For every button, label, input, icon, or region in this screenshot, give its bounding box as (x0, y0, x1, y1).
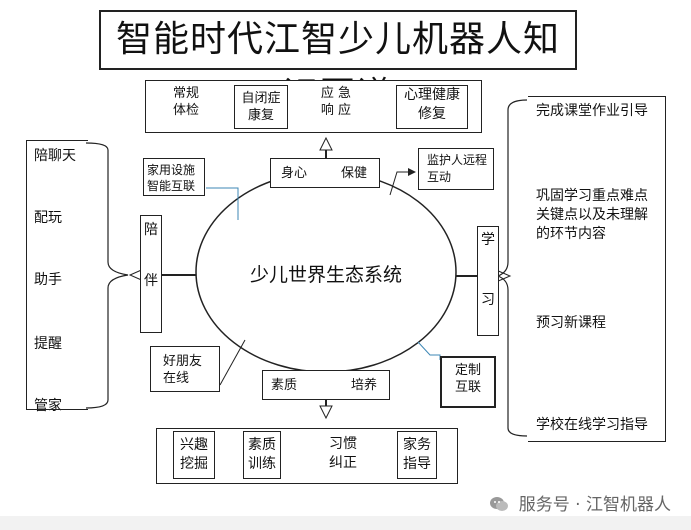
custom-connector (417, 341, 441, 360)
right-item: 巩固学习重点难点 关键点以及未理解 的环节内容 (536, 188, 648, 242)
bottom-bar (0, 516, 691, 530)
health-box: 身心 保健 (270, 158, 380, 188)
left-group-frame (26, 140, 88, 410)
monitor-box: 监护人远程 互动 (418, 148, 494, 190)
bottom-item: 习惯 纠正 (329, 436, 357, 471)
arrow-up-head (319, 136, 333, 151)
bottom-item: 家务 指导 (397, 431, 437, 479)
left-item: 管家 (34, 398, 62, 414)
health-left: 身心 (281, 166, 308, 181)
center-label: 少儿世界生态系统 (249, 264, 402, 286)
watermark: 服务号 · 江智机器人 (489, 490, 671, 515)
top-item: 心理健康 修复 (396, 85, 468, 129)
quality-box: 素质 培养 (262, 370, 390, 400)
arrow-down-head (319, 405, 333, 420)
top-item: 应 急 响 应 (318, 85, 354, 129)
learn-box: 学 习 (477, 226, 499, 336)
companion-box: 陪 伴 (140, 215, 162, 333)
home-connector (206, 187, 239, 220)
home-box: 家用设施 智能互联 (143, 158, 205, 196)
right-brace (496, 99, 528, 437)
quality-left: 素质 (271, 378, 298, 393)
left-brace (85, 142, 129, 409)
left-item: 助手 (34, 272, 62, 288)
right-group: 完成课堂作业引导 巩固学习重点难点 关键点以及未理解 的环节内容 预习新课程 学… (528, 96, 666, 442)
bottom-group: 兴趣 挖掘 素质 训练 习惯 纠正 家务 指导 (156, 428, 458, 484)
custom-box: 定制 互联 (440, 356, 496, 408)
top-item: 自闭症 康复 (234, 85, 288, 129)
bottom-item: 素质 训练 (243, 431, 281, 479)
watermark-text: 服务号 · 江智机器人 (518, 495, 671, 515)
quality-right: 培养 (351, 378, 378, 393)
left-group: 陪聊天 配玩 助手 提醒 管家 (32, 142, 92, 414)
wechat-icon (489, 496, 509, 512)
left-item: 提醒 (34, 336, 62, 352)
friends-box: 好朋友 在线 (150, 346, 220, 392)
health-right: 保健 (341, 166, 368, 181)
right-item: 完成课堂作业引导 (536, 103, 648, 119)
friends-connector (219, 339, 246, 386)
arrow-monitor-line (389, 171, 410, 196)
top-item: 常规 体检 (166, 85, 206, 127)
right-item: 预习新课程 (536, 315, 606, 331)
left-item: 陪聊天 (34, 148, 76, 164)
right-item: 学校在线学习指导 (536, 417, 648, 433)
top-group: 常规 体检 自闭症 康复 应 急 响 应 心理健康 修复 (145, 80, 482, 133)
left-item: 配玩 (34, 210, 62, 226)
arrow-monitor-head (408, 168, 416, 176)
bottom-item: 兴趣 挖掘 (173, 431, 215, 479)
